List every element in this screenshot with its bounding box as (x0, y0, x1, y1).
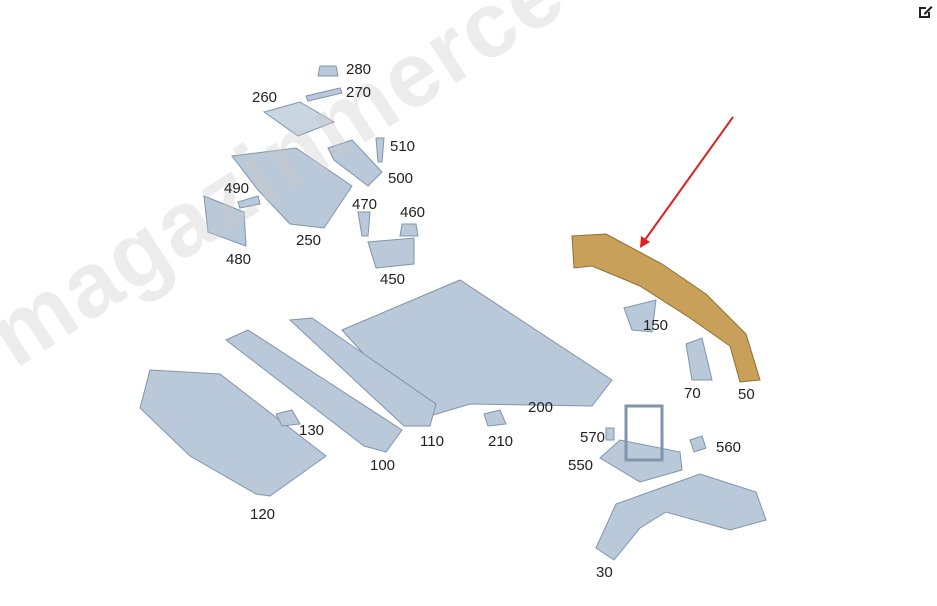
part-30 (595, 473, 767, 561)
label-460[interactable]: 460 (400, 204, 426, 221)
part-250 (231, 147, 353, 229)
label-150[interactable]: 150 (643, 317, 669, 334)
label-100[interactable]: 100 (370, 457, 396, 474)
part-110 (288, 317, 437, 427)
part-570 (605, 427, 615, 441)
part-120 (139, 369, 327, 497)
label-280[interactable]: 280 (346, 61, 372, 78)
part-280 (317, 65, 339, 77)
part-500 (327, 139, 383, 187)
part-260 (262, 101, 336, 137)
label-560[interactable]: 560 (716, 439, 742, 456)
part-470 (357, 211, 371, 237)
part-450 (367, 237, 415, 269)
part-50-highlighted (571, 233, 761, 383)
part-460 (399, 223, 419, 237)
label-30[interactable]: 30 (596, 564, 613, 581)
label-470[interactable]: 470 (352, 196, 378, 213)
part-490 (237, 195, 261, 209)
label-260[interactable]: 260 (252, 89, 278, 106)
part-510 (375, 137, 385, 163)
label-490[interactable]: 490 (224, 180, 250, 197)
label-570[interactable]: 570 (580, 429, 606, 446)
part-560 (689, 435, 707, 453)
part-70 (685, 337, 713, 381)
part-100 (225, 329, 403, 453)
arrow-head (640, 236, 650, 248)
label-200[interactable]: 200 (528, 399, 554, 416)
part-550-frame (624, 404, 664, 462)
label-450[interactable]: 450 (380, 271, 406, 288)
label-270[interactable]: 270 (346, 84, 372, 101)
label-70[interactable]: 70 (684, 385, 701, 402)
part-210 (483, 409, 507, 427)
label-130[interactable]: 130 (299, 422, 325, 439)
label-210[interactable]: 210 (488, 433, 514, 450)
label-50[interactable]: 50 (738, 386, 755, 403)
label-110[interactable]: 110 (420, 433, 444, 450)
arrow (641, 116, 734, 245)
label-480[interactable]: 480 (226, 251, 252, 268)
label-250[interactable]: 250 (296, 232, 322, 249)
edit-icon[interactable] (917, 4, 933, 20)
label-120[interactable]: 120 (250, 506, 276, 523)
part-270 (305, 87, 343, 102)
part-150 (623, 299, 657, 333)
label-510[interactable]: 510 (390, 138, 416, 155)
label-550[interactable]: 550 (568, 457, 594, 474)
part-480 (203, 195, 247, 247)
label-500[interactable]: 500 (388, 170, 414, 187)
part-130 (275, 409, 301, 427)
